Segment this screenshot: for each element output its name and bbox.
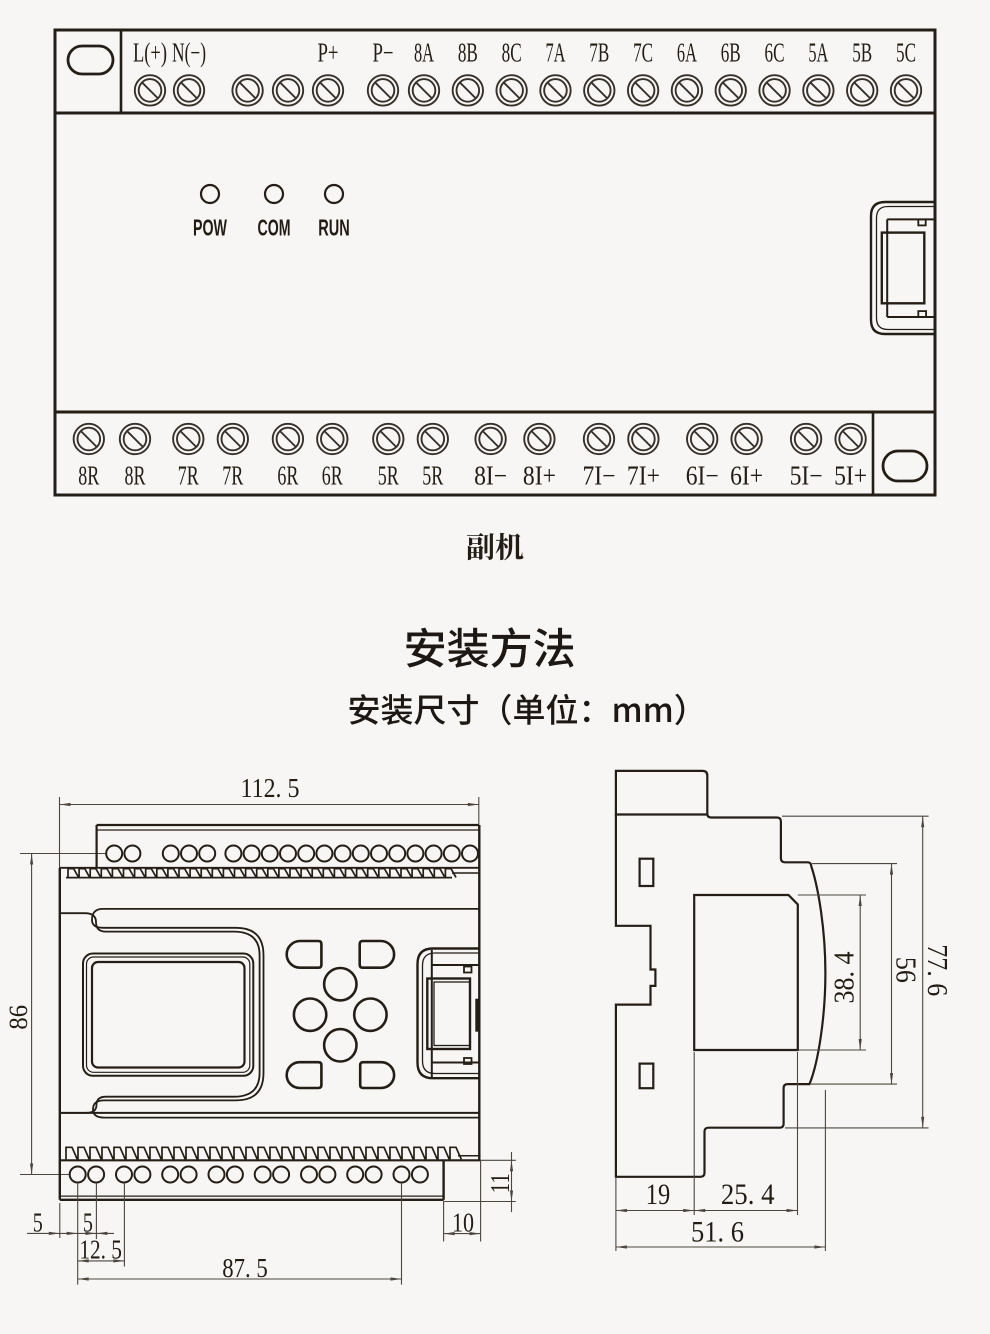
svg-text:5B: 5B [852,38,872,68]
svg-text:COM: COM [258,215,291,241]
svg-text:51. 6: 51. 6 [691,1217,744,1249]
svg-text:7I+: 7I+ [627,461,660,491]
svg-text:6C: 6C [765,38,785,68]
svg-text:11: 11 [484,1173,515,1193]
svg-text:8R: 8R [78,461,99,491]
svg-text:P−: P− [373,38,394,68]
svg-text:86: 86 [3,1005,33,1030]
svg-text:5: 5 [33,1207,43,1238]
svg-text:5: 5 [83,1207,93,1238]
svg-text:5I+: 5I+ [834,461,867,491]
svg-text:5R: 5R [422,461,443,491]
svg-text:7C: 7C [633,38,653,68]
svg-text:P+: P+ [318,38,339,68]
svg-text:7R: 7R [178,461,199,491]
svg-text:8I+: 8I+ [523,461,556,491]
svg-text:38. 4: 38. 4 [828,951,860,1003]
svg-text:7R: 7R [222,461,243,491]
svg-text:6A: 6A [677,38,697,68]
svg-text:8B: 8B [458,38,478,68]
svg-text:N(−): N(−) [172,38,206,68]
svg-text:L(+): L(+) [133,38,167,68]
svg-text:7B: 7B [589,38,609,68]
svg-text:8I−: 8I− [474,461,507,491]
svg-text:7A: 7A [545,38,565,68]
svg-text:7I−: 7I− [583,461,616,491]
svg-text:77. 6: 77. 6 [921,944,953,996]
svg-text:25. 4: 25. 4 [721,1179,775,1211]
svg-text:10: 10 [452,1207,474,1238]
svg-text:56: 56 [889,957,921,983]
svg-text:POW: POW [193,215,227,241]
svg-text:6R: 6R [322,461,343,491]
svg-text:6B: 6B [721,38,741,68]
svg-text:19: 19 [646,1179,671,1211]
svg-text:8A: 8A [414,38,434,68]
svg-text:6R: 6R [277,461,298,491]
svg-text:6I−: 6I− [686,461,719,491]
svg-text:8R: 8R [125,461,146,491]
svg-text:112. 5: 112. 5 [241,772,300,803]
svg-text:6I+: 6I+ [730,461,763,491]
svg-text:5I−: 5I− [790,461,823,491]
svg-text:87. 5: 87. 5 [222,1252,268,1283]
svg-text:12. 5: 12. 5 [79,1234,122,1265]
svg-text:8C: 8C [502,38,522,68]
svg-text:5C: 5C [896,38,916,68]
svg-text:RUN: RUN [318,215,350,241]
svg-text:5R: 5R [378,461,399,491]
svg-text:5A: 5A [808,38,828,68]
